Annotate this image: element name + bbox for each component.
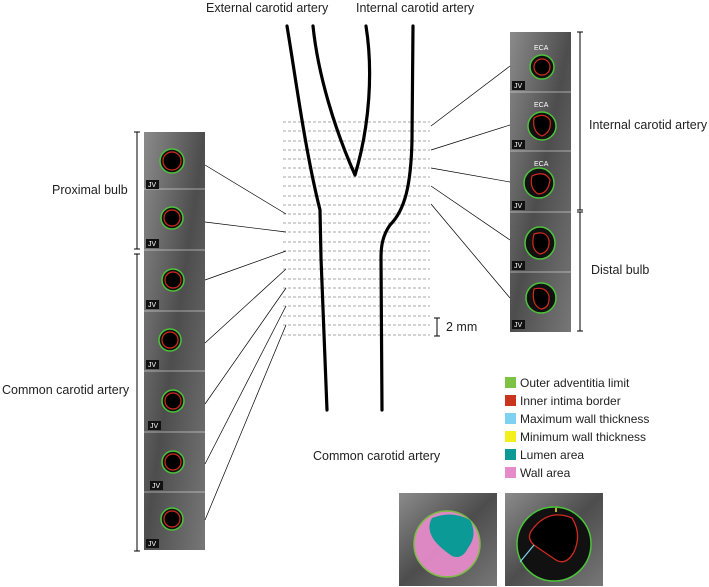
scale-bar: [434, 317, 440, 337]
legend-label: Wall area: [520, 466, 571, 480]
slice-guide-lines: [283, 121, 430, 336]
jv-tag: JV: [514, 322, 523, 329]
jv-tags-right: JV JV JV JV JV: [512, 81, 525, 329]
example-thickness-image: [505, 493, 603, 586]
legend-label: Maximum wall thickness: [520, 412, 649, 426]
legend: Outer adventitia limit Inner intima bord…: [505, 376, 649, 480]
max-thickness-marker: [519, 544, 535, 563]
jv-tag: JV: [514, 263, 523, 270]
vessel-section-r2: [527, 111, 557, 141]
legend-label: Inner intima border: [520, 394, 621, 408]
vessel-section-2: [160, 206, 184, 230]
vessel-section-5: [161, 389, 185, 413]
vessel-section-r4: [524, 226, 556, 260]
legend-item: Outer adventitia limit: [505, 376, 630, 390]
jv-tag: JV: [152, 483, 161, 490]
jv-tag: JV: [148, 362, 157, 369]
jv-tag: JV: [150, 423, 159, 430]
label-common-carotid-side: Common carotid artery: [2, 383, 130, 397]
jv-tag: JV: [514, 203, 523, 210]
right-mri-strip: ECA ECA ECA JV JV JV JV JV: [510, 32, 571, 332]
legend-item: Maximum wall thickness: [505, 412, 649, 426]
legend-swatch: [505, 431, 516, 442]
label-distal-bulb: Distal bulb: [591, 263, 649, 277]
vessel-section-6: [161, 450, 185, 474]
vessel-section-r3: [523, 167, 555, 199]
label-internal-carotid-side: Internal carotid artery: [589, 118, 708, 132]
label-proximal-bulb: Proximal bulb: [52, 183, 128, 197]
vessel-section-r5: [525, 282, 557, 314]
eca-outer-wall: [285, 24, 329, 412]
vessel-section-3: [161, 268, 185, 292]
legend-item: Inner intima border: [505, 394, 621, 408]
label-common-carotid-bottom: Common carotid artery: [313, 449, 441, 463]
eca-tag: ECA: [534, 102, 549, 109]
example-area-image: [399, 493, 497, 586]
legend-item: Minimum wall thickness: [505, 430, 646, 444]
jv-tag: JV: [514, 142, 523, 149]
legend-swatch: [505, 449, 516, 460]
legend-swatch: [505, 467, 516, 478]
jv-tags-left: JV JV JV JV JV JV JV: [146, 180, 163, 548]
left-mri-strip: JV JV JV JV JV JV JV: [144, 132, 205, 550]
ica-outer-wall: [379, 24, 415, 412]
legend-swatch: [505, 413, 516, 424]
jv-tag: JV: [148, 241, 157, 248]
legend-swatch: [505, 395, 516, 406]
jv-tag: JV: [148, 302, 157, 309]
eca-tag: ECA: [534, 45, 549, 52]
carotid-artery-outline: [285, 24, 415, 412]
scale-label: 2 mm: [446, 320, 477, 334]
left-connector-lines: [204, 164, 287, 521]
legend-item: Wall area: [505, 466, 571, 480]
eca-tags: ECA ECA ECA: [534, 45, 549, 168]
jv-tag: JV: [148, 541, 157, 548]
jv-tag: JV: [148, 182, 157, 189]
vessel-section-7: [160, 507, 184, 531]
left-brackets: [134, 131, 140, 552]
legend-label: Minimum wall thickness: [520, 430, 646, 444]
label-internal-carotid-top: Internal carotid artery: [356, 1, 475, 15]
legend-swatch: [505, 377, 516, 388]
vessel-section-4: [158, 328, 182, 352]
jv-tag: JV: [514, 83, 523, 90]
vessel-section-r1: [529, 54, 555, 80]
bifurcation-inner-walls: [311, 24, 372, 177]
legend-label: Lumen area: [520, 448, 584, 462]
legend-label: Outer adventitia limit: [520, 376, 630, 390]
legend-item: Lumen area: [505, 448, 584, 462]
right-connector-lines: [430, 65, 511, 299]
eca-tag: ECA: [534, 161, 549, 168]
vessel-section-1: [159, 148, 185, 174]
right-brackets: [577, 31, 583, 332]
label-external-carotid: External carotid artery: [206, 1, 329, 15]
